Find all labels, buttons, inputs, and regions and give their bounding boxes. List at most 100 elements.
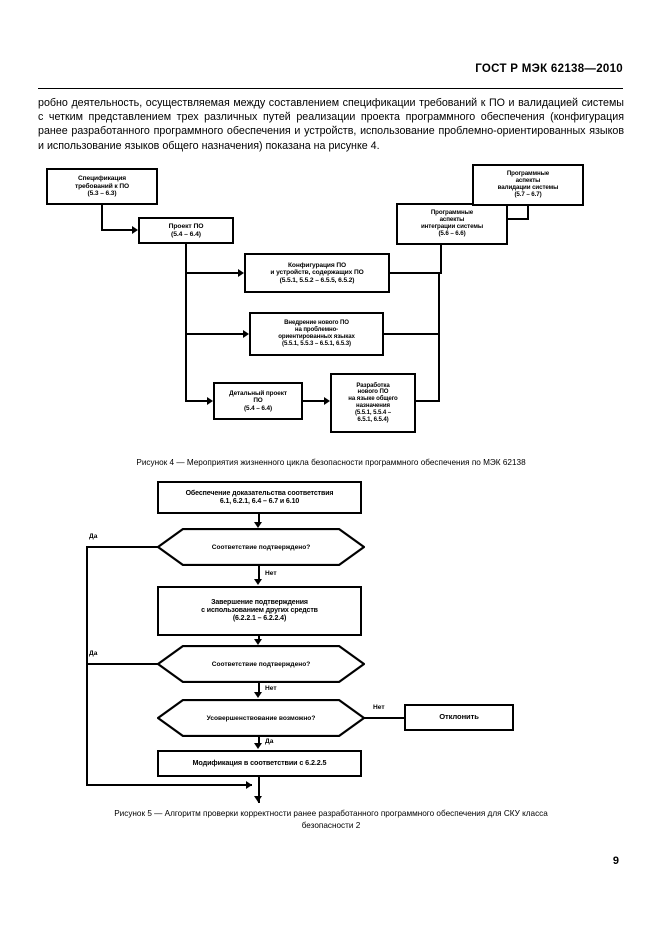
node-system-validation-software-aspects: Программные аспекты валидации системы (5… [472,164,584,206]
arrowhead-design-to-config [238,269,244,277]
body-paragraph: робно деятельность, осуществляемая между… [38,97,624,152]
figure-4-diagram: Спецификация требований к ПО (5.3 – 6.3)… [38,160,624,452]
connector-integration-up [527,206,529,220]
connector-config-right [390,272,442,274]
node-line: (5.6 – 6.6) [438,229,466,237]
figure-4: Спецификация требований к ПО (5.3 – 6.3)… [38,160,624,475]
arrowhead-d1-to-complete [254,579,262,585]
decision-conformity-confirmed-1: Соответствие подтверждено? [157,528,365,566]
hexagon-shape [157,699,365,737]
connector-integration-to-validation [508,218,529,220]
node-line: и устройств, содержащих ПО [270,269,364,277]
node-line: (5.5.1, 5.5.3 – 6.5.1, 6.5.3) [282,339,351,347]
node-software-design: Проект ПО (5.4 – 6.4) [138,217,234,244]
node-line: с использованием других средств [201,607,318,615]
page-number: 9 [612,855,619,867]
connector-modify-down [258,777,260,803]
node-line: (5.3 – 6.3) [87,190,117,198]
connector-general-riser [438,333,440,402]
node-line: (5.7 – 6.7) [514,190,542,198]
arrowhead-spec-to-design [132,226,138,234]
connector-spec-to-design [101,229,132,231]
node-line: Внедрение нового ПО [284,319,349,327]
arrowhead-yes-rail-merge [246,781,252,789]
figure-5-caption-line-1: Рисунок 5 — Алгоритм проверки корректнос… [114,809,548,818]
node-line: (6.2.2.1 – 6.2.2.4) [232,614,287,622]
figure-4-caption: Рисунок 4 — Мероприятия жизненного цикла… [136,458,526,467]
node-line: требований к ПО [75,182,129,190]
connector-evidence-to-d1 [258,514,260,523]
node-line: назначения [355,402,390,409]
connector-design-to-config [185,272,238,274]
connector-detail-to-general [303,400,324,402]
arrowhead-d3-to-modify [254,743,262,749]
node-line: (5.4 – 6.4) [171,230,201,238]
decision-label: Усовершенствование возможно? [206,714,316,722]
connector-d3-to-modify [258,737,260,744]
node-modification: Модификация в соответствии с 6.2.2.5 [157,750,362,777]
connector-general-right [416,400,440,402]
connector-design-to-detail [185,400,207,402]
node-line: Детальный проект [229,390,287,398]
node-line: ПО [253,397,263,405]
connector-d3-to-reject [364,717,406,719]
node-line: Разработка [356,381,390,389]
node-line: аспекты [439,216,465,224]
connector-problem-right [384,333,440,335]
node-line: аспекты [515,177,541,185]
node-line: Обеспечение доказательства соответствия [185,489,334,497]
arrowhead-complete-to-d2 [254,639,262,645]
connector-design-to-problem [185,333,243,335]
node-line: (5.5.1, 5.5.2 – 6.5.5, 6.5.2) [279,276,355,284]
node-line: Проект ПО [168,222,204,230]
decision-improvement-possible: Усовершенствование возможно? [157,699,365,737]
connector-complete-to-d2 [258,636,260,640]
node-line: (5.4 – 6.4) [243,404,273,412]
node-system-integration-software-aspects: Программные аспекты интеграции системы (… [396,203,508,245]
node-line: на проблемно- [294,326,339,334]
decision-label: Соответствие подтверждено? [211,660,311,668]
header-rule [38,88,623,89]
figure-5: Обеспечение доказательства соответствия … [38,478,624,838]
node-general-purpose-language: Разработка нового ПО на языке общего наз… [330,373,416,433]
node-line: ориентированных языках [278,333,355,340]
node-line: валидации системы [497,184,559,191]
connector-d1-to-complete [258,566,260,579]
connector-yes-rail [86,546,88,786]
edge-label-yes-3: Да [264,738,275,745]
edge-label-no-2: Нет [264,685,278,692]
node-line: нового ПО [357,388,389,396]
node-complete-confirmation-other-means: Завершение подтверждения с использование… [157,586,362,636]
node-software-requirements-spec: Спецификация требований к ПО (5.3 – 6.3) [46,168,158,205]
node-line: Завершение подтверждения [211,599,308,607]
connector-d1-yes-left [86,546,160,548]
arrowhead-evidence-to-d1 [254,522,262,528]
node-reject: Отклонить [404,704,514,731]
node-line: (5.5.1, 5.5.4 – [354,408,392,416]
hexagon-shape [157,528,365,566]
arrowhead-design-to-problem [243,330,249,338]
node-line: Конфигурация ПО [287,261,347,269]
node-line: Программные [430,209,474,217]
node-line: на языке общего [348,395,398,403]
edge-label-no-1: Нет [264,570,278,577]
node-problem-oriented-languages: Внедрение нового ПО на проблемно- ориент… [249,312,384,356]
connector-config-riser [440,245,442,273]
node-line: Отклонить [439,712,479,722]
node-software-configuration: Конфигурация ПО и устройств, содержащих … [244,253,390,293]
connector-d2-yes-left [86,663,160,665]
figure-5-caption: Рисунок 5 — Алгоритм проверки корректнос… [38,808,624,832]
arrowhead-design-to-detail [207,397,213,405]
edge-label-yes-1: Да [88,533,99,540]
connector-spec-down [101,205,103,231]
node-line: Модификация в соответствии с 6.2.2.5 [192,758,327,768]
connector-yes-rail-bottom [86,784,252,786]
node-line: интеграции системы [420,223,484,230]
decision-label: Соответствие подтверждено? [211,543,311,551]
arrowhead-d2-to-d3 [254,692,262,698]
figure-5-diagram: Обеспечение доказательства соответствия … [38,478,624,803]
edge-label-no-3: Нет [372,704,386,711]
figure-5-caption-line-2: безопасности 2 [301,821,361,830]
arrowhead-detail-to-general [324,397,330,405]
